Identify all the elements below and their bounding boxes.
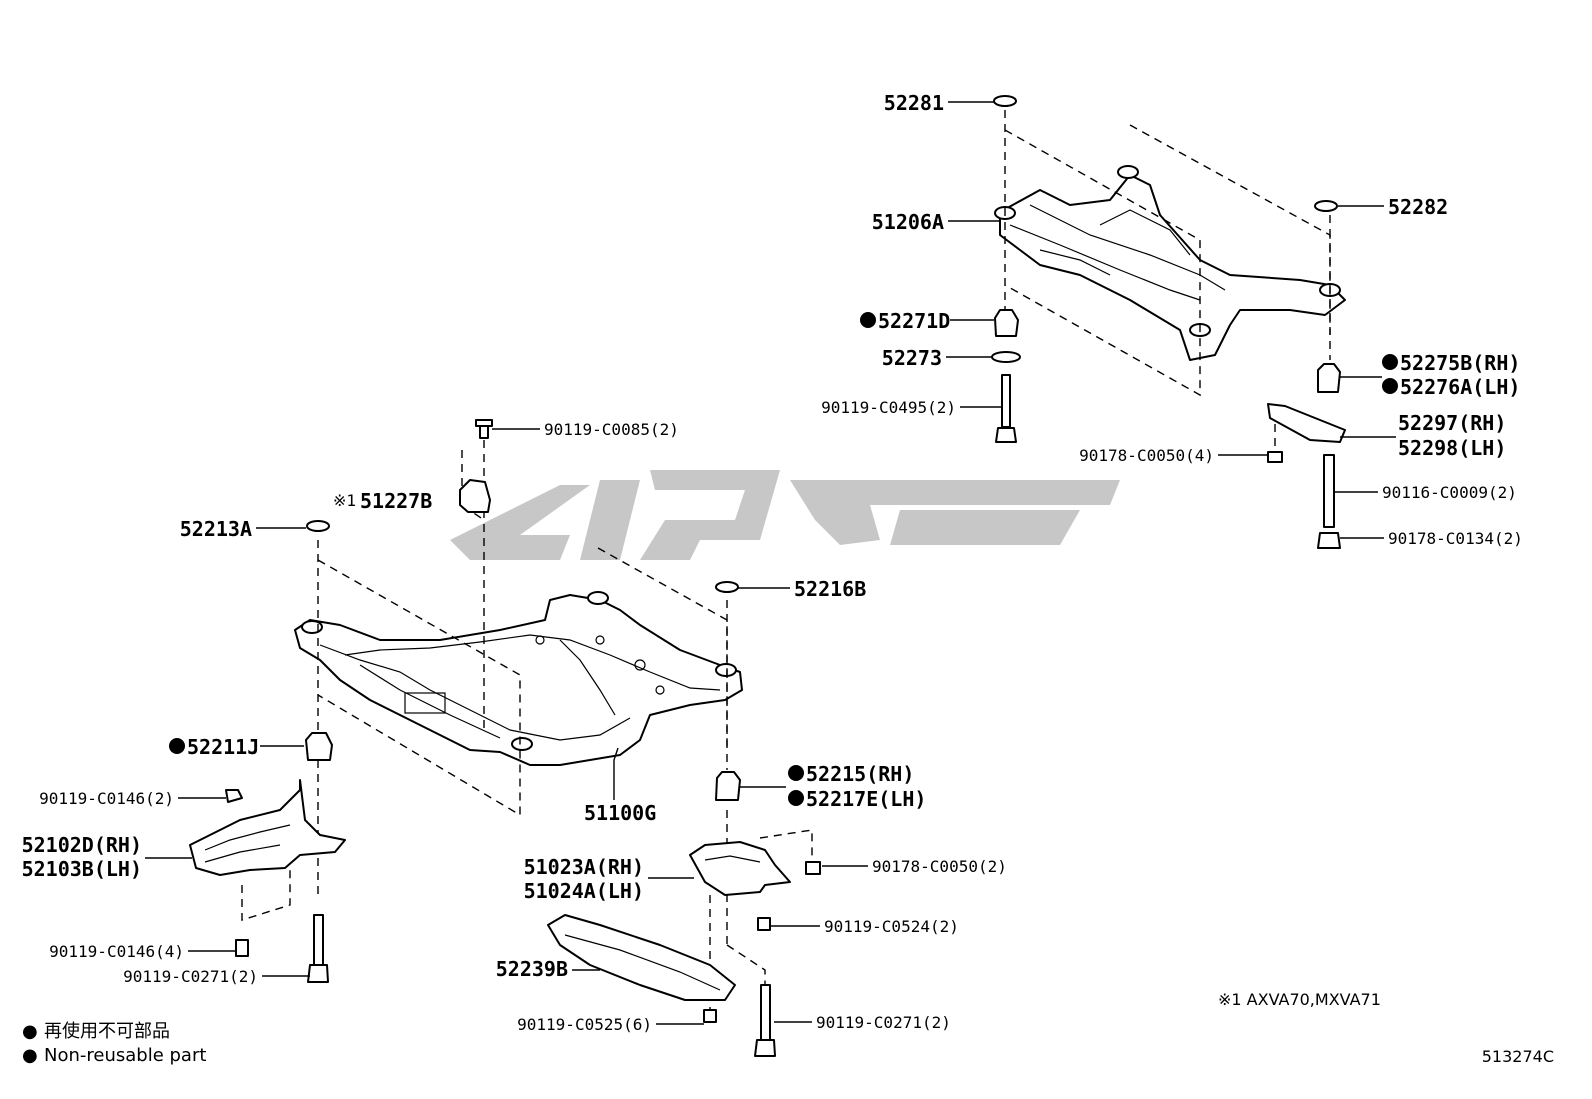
label-90178-C0050-4: 90178-C0050(4): [1079, 446, 1214, 465]
non-reusable-dot-icon: [169, 738, 185, 754]
part-labels: 52281 51206A 52282 52271D 52273 52275B(R…: [22, 91, 1523, 1034]
label-52217E: 52217E(LH): [806, 787, 926, 811]
label-90178-C0050-2: 90178-C0050(2): [872, 857, 1007, 876]
label-52282: 52282: [1388, 195, 1448, 219]
watermark-logo: [450, 470, 1120, 560]
leader-lines: [145, 101, 1396, 1025]
legend-text-en: Non-reusable part: [44, 1045, 206, 1066]
label-51023A: 51023A(RH): [524, 855, 644, 879]
label-90116-C0009: 90116-C0009(2): [1382, 483, 1517, 502]
label-51206A: 51206A: [872, 210, 944, 234]
label-52276A: 52276A(LH): [1400, 375, 1520, 399]
label-90119-C0525: 90119-C0525(6): [517, 1015, 652, 1034]
front-crossmember-51100G: [294, 591, 743, 766]
legend-text-jp: 再使用不可部品: [44, 1021, 170, 1042]
label-90119-C0271-a: 90119-C0271(2): [123, 967, 258, 986]
label-51227B: 51227B: [360, 489, 432, 513]
label-52211J: 52211J: [187, 735, 259, 759]
label-52213A: 52213A: [180, 517, 252, 541]
label-90119-C0146-4: 90119-C0146(4): [49, 942, 184, 961]
label-90119-C0146-2: 90119-C0146(2): [39, 789, 174, 808]
label-51100G: 51100G: [584, 801, 656, 825]
label-52275B: 52275B(RH): [1400, 351, 1520, 375]
label-52103B: 52103B(LH): [22, 857, 142, 881]
non-reusable-dot-icon: [788, 765, 804, 781]
front-crossmember-dashed-outline: [241, 440, 813, 1010]
label-52271D: 52271D: [878, 309, 950, 333]
non-reusable-dot-icon: [788, 790, 804, 806]
label-52281: 52281: [884, 91, 944, 115]
label-52273: 52273: [882, 346, 942, 370]
label-51227B-mark: ※1: [333, 491, 356, 510]
non-reusable-dot-icon: [1382, 378, 1398, 394]
label-90119-C0495: 90119-C0495(2): [821, 398, 956, 417]
diagram-id: 513274C: [1482, 1047, 1554, 1066]
label-52216B: 52216B: [794, 577, 866, 601]
label-90119-C0085: 90119-C0085(2): [544, 420, 679, 439]
non-reusable-dot-icon: [1382, 354, 1398, 370]
non-reusable-dot-icon: [860, 312, 876, 328]
model-note: ※1 AXVA70,MXVA71: [1218, 990, 1381, 1009]
label-52215: 52215(RH): [806, 762, 914, 786]
legend-symbol-2: ●: [22, 1045, 38, 1066]
label-52102D: 52102D(RH): [22, 833, 142, 857]
rear-small-parts: [991, 95, 1346, 549]
label-52297: 52297(RH): [1398, 411, 1506, 435]
rear-crossmember-dashed-outline: [1004, 110, 1331, 450]
rear-crossmember-51206A: [994, 165, 1346, 361]
label-90119-C0271-b: 90119-C0271(2): [816, 1013, 951, 1032]
label-90119-C0524: 90119-C0524(2): [824, 917, 959, 936]
front-small-parts: [189, 419, 821, 1057]
legend: ● 再使用不可部品 ● Non-reusable part: [22, 1021, 206, 1066]
label-90178-C0134: 90178-C0134(2): [1388, 529, 1523, 548]
label-51024A: 51024A(LH): [524, 879, 644, 903]
legend-symbol-1: ●: [22, 1021, 38, 1042]
label-52298: 52298(LH): [1398, 436, 1506, 460]
label-52239B: 52239B: [496, 957, 568, 981]
